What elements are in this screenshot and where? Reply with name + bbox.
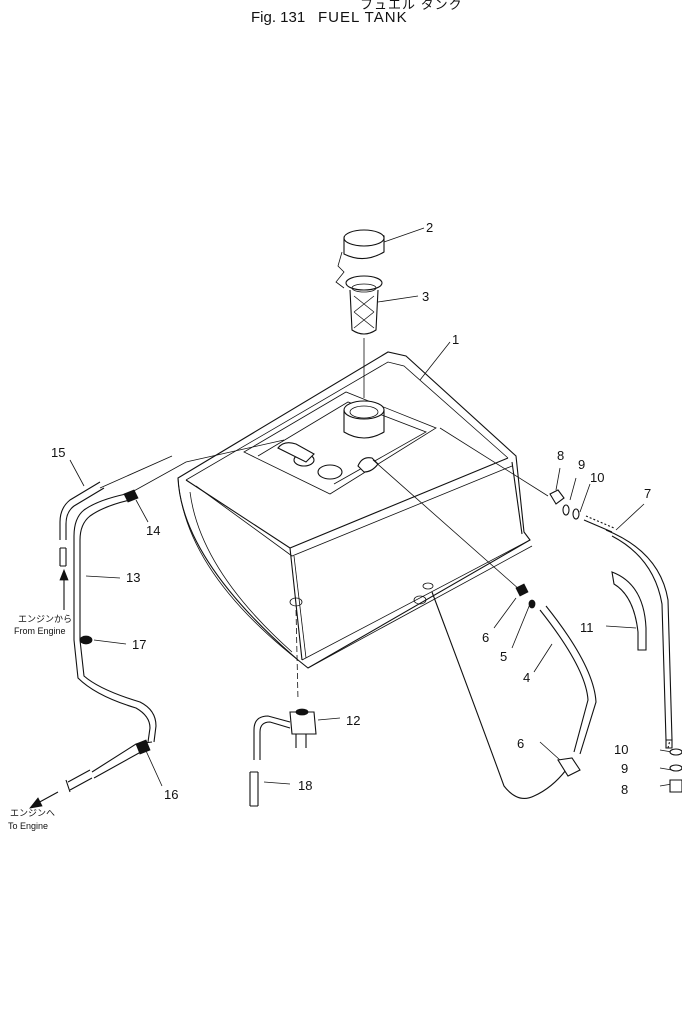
callout-16: 16 xyxy=(164,787,178,802)
drain-hose xyxy=(249,771,259,807)
callout-8-lower: 8 xyxy=(621,782,628,797)
callout-18: 18 xyxy=(298,778,312,793)
flow-arrows xyxy=(29,568,69,809)
callout-9-lower: 9 xyxy=(621,761,628,776)
nuts-washers-lower xyxy=(669,748,682,793)
leader-lines xyxy=(69,227,673,787)
return-hose xyxy=(59,481,105,567)
callout-10-upper: 10 xyxy=(590,470,604,485)
callout-11: 11 xyxy=(580,620,594,635)
callout-6-lower: 6 xyxy=(517,736,524,751)
figure-number: Fig. 131 xyxy=(251,9,306,26)
callout-6-upper: 6 xyxy=(482,630,489,645)
from-engine-note-japanese: エンジンから xyxy=(18,614,72,624)
callout-3: 3 xyxy=(422,289,429,304)
strainer xyxy=(345,275,383,335)
callout-10-lower: 10 xyxy=(614,742,628,757)
callout-9-upper: 9 xyxy=(578,457,585,472)
from-engine-note: From Engine xyxy=(14,626,66,636)
flow-notes: エンジンから From Engine エンジンへ To Engine xyxy=(8,614,72,831)
figure-title: FUEL TANK xyxy=(318,9,408,26)
drain-valve xyxy=(253,708,317,760)
callout-labels: 1 2 3 4 5 6 6 7 8 8 9 9 10 10 11 12 13 1… xyxy=(51,220,651,802)
breather-fittings xyxy=(515,583,536,609)
figure-title-japanese: フュエル タンク xyxy=(360,0,463,12)
callout-4: 4 xyxy=(523,670,530,685)
callout-13: 13 xyxy=(126,570,140,585)
callout-2: 2 xyxy=(426,220,433,235)
nuts-washers-upper xyxy=(549,489,580,520)
breather-pipe xyxy=(431,591,597,799)
callout-17: 17 xyxy=(132,637,146,652)
to-engine-note: To Engine xyxy=(8,821,48,831)
to-engine-note-japanese: エンジンへ xyxy=(10,808,55,818)
callout-1: 1 xyxy=(452,332,459,347)
filler-cap xyxy=(335,229,385,289)
callout-5: 5 xyxy=(500,649,507,664)
fuel-tank xyxy=(177,351,533,669)
callout-15: 15 xyxy=(51,445,65,460)
callout-7: 7 xyxy=(644,486,651,501)
hose-clamps xyxy=(79,489,151,755)
callout-8-upper: 8 xyxy=(557,448,564,463)
diagram-header: フュエル タンク Fig. 131 FUEL TANK xyxy=(0,0,682,32)
callout-12: 12 xyxy=(346,713,360,728)
gauge-cover xyxy=(611,571,647,651)
level-gauge-rod xyxy=(583,515,673,749)
callout-14: 14 xyxy=(146,523,160,538)
